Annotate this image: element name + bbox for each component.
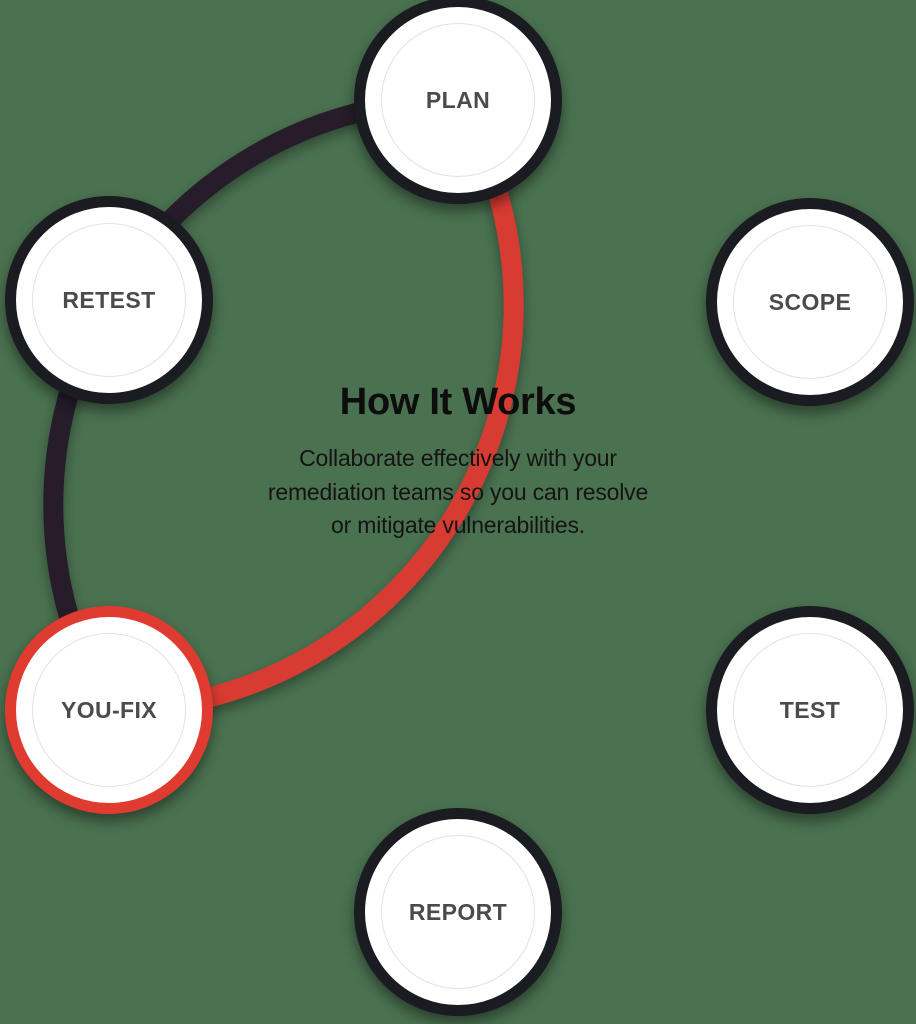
cycle-node-label: RETEST bbox=[62, 286, 156, 313]
cycle-node-label: TEST bbox=[779, 696, 841, 723]
cycle-node-test[interactable]: TEST bbox=[706, 606, 914, 814]
cycle-node-label: SCOPE bbox=[768, 288, 852, 315]
ring-segment-accent bbox=[108, 94, 524, 720]
cycle-node-retest[interactable]: RETEST bbox=[5, 196, 213, 404]
cycle-node-youfix[interactable]: YOU-FIX bbox=[5, 606, 213, 814]
cycle-node-report[interactable]: REPORT bbox=[354, 808, 562, 1016]
cycle-node-label: YOU-FIX bbox=[60, 696, 158, 723]
cycle-node-plan[interactable]: PLAN bbox=[354, 0, 562, 204]
cycle-node-label: REPORT bbox=[408, 898, 508, 925]
cycle-node-label: PLAN bbox=[425, 86, 491, 113]
cycle-node-scope[interactable]: SCOPE bbox=[706, 198, 914, 406]
